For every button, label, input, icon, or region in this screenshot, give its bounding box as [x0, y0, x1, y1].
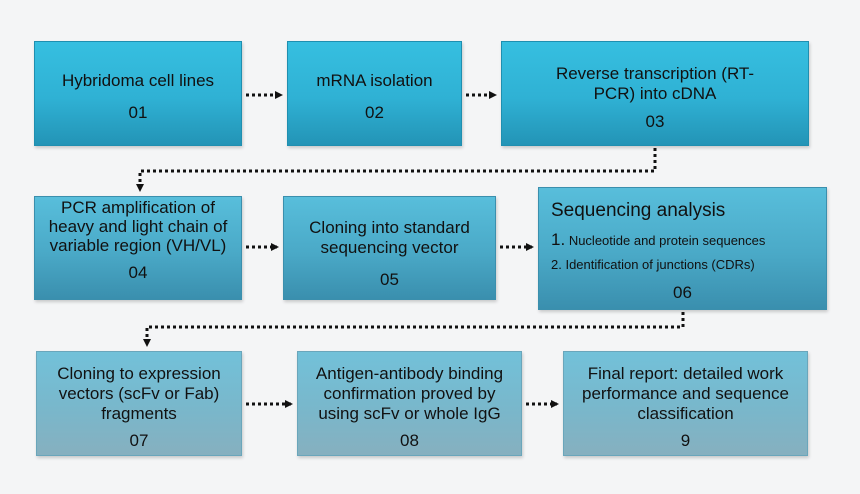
step-number: 07: [129, 431, 149, 450]
arrow-06-to-07: [143, 312, 685, 347]
step-04-box: PCR amplification of heavy and light cha…: [34, 196, 242, 300]
step-title: Reverse transcription (RT-PCR) into cDNA: [555, 64, 755, 103]
step-08-box: Antigen-antibody binding confirmation pr…: [297, 351, 522, 456]
step-number: 9: [680, 431, 691, 450]
step-title: Cloning to expression vectors (scFv or F…: [57, 364, 221, 423]
step-item-1: 1. Nucleotide and protein sequences: [551, 230, 826, 249]
step-06-box: Sequencing analysis 1. Nucleotide and pr…: [538, 187, 827, 310]
step-title: Sequencing analysis: [551, 200, 726, 221]
step-number: 03: [645, 112, 665, 131]
step-item-1-text: Nucleotide and protein sequences: [568, 233, 766, 248]
step-number: 06: [673, 283, 692, 302]
step-title: mRNA isolation: [316, 71, 433, 90]
step-item-1-number: 1.: [551, 230, 566, 249]
step-07-box: Cloning to expression vectors (scFv or F…: [36, 351, 242, 456]
step-title: Final report: detailed work performance …: [582, 364, 789, 423]
step-title: Cloning into standard sequencing vector: [309, 218, 470, 257]
step-02-box: mRNA isolation 02: [287, 41, 462, 146]
step-title: PCR amplification of heavy and light cha…: [48, 198, 228, 255]
step-item-2: 2. Identification of junctions (CDRs): [551, 257, 755, 272]
step-09-box: Final report: detailed work performance …: [563, 351, 808, 456]
step-number: 04: [128, 263, 148, 282]
step-number: 08: [400, 431, 419, 450]
step-title: Hybridoma cell lines: [61, 71, 215, 90]
step-05-box: Cloning into standard sequencing vector …: [283, 196, 496, 300]
arrow-03-to-04: [136, 148, 657, 192]
step-title: Antigen-antibody binding confirmation pr…: [315, 364, 504, 423]
step-03-box: Reverse transcription (RT-PCR) into cDNA…: [501, 41, 809, 146]
step-number: 02: [365, 103, 384, 122]
step-number: 01: [128, 103, 148, 122]
step-number: 05: [380, 270, 399, 289]
step-01-box: Hybridoma cell lines 01: [34, 41, 242, 146]
